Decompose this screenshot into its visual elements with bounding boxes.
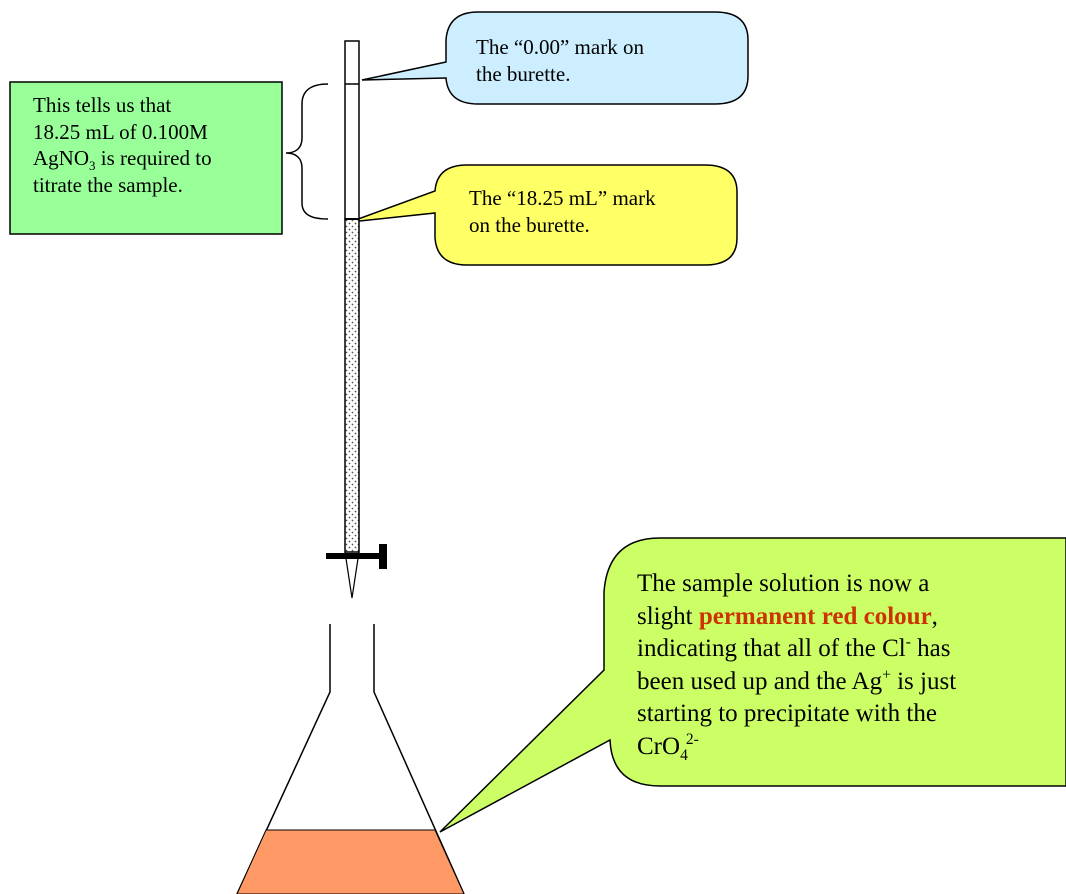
zero-mark-line1: The “0.00” mark on: [476, 35, 644, 59]
sample-line5: starting to precipitate with the: [637, 700, 937, 727]
sample-line4-pre: been used up and the Ag: [637, 667, 883, 695]
zero-mark-callout: [361, 11, 749, 105]
sample-text: The sample solution is now a slight perm…: [637, 568, 1057, 763]
chromate-formula: CrO: [637, 732, 681, 760]
end-mark-line2: on the burette.: [469, 213, 590, 238]
zero-mark-text: The “0.00” mark on the burette.: [476, 34, 726, 89]
volume-brace: [285, 83, 329, 220]
sample-line3-pre: indicating that all of the Cl: [637, 635, 906, 662]
burette-tip: [344, 551, 360, 599]
zero-mark-line2: the burette.: [476, 62, 571, 87]
volume-note-text: This tells us that 18.25 mL of 0.100M Ag…: [33, 92, 268, 199]
chromate-charge: 2-: [685, 731, 699, 749]
sample-line2: slight permanent red colour,: [637, 601, 1057, 634]
sample-callout: [439, 537, 1066, 833]
agno3-formula: AgNO: [33, 146, 89, 171]
flask-outline: [236, 624, 465, 894]
flask-solution: [236, 829, 465, 894]
stopcock-handle: [326, 553, 386, 559]
sample-line3: indicating that all of the Cl- has: [637, 633, 1057, 666]
end-mark-line1: The “18.25 mL” mark: [469, 186, 656, 210]
stopcock-knob: [379, 544, 387, 569]
volume-note-box: [9, 81, 283, 235]
sample-line3-post: has: [910, 635, 951, 662]
burette-empty-section: [344, 40, 360, 220]
chromate-subscript: 4: [680, 746, 688, 764]
volume-note-line1: This tells us that: [33, 93, 172, 117]
sample-line2-pre: slight: [637, 602, 699, 630]
sample-line1: The sample solution is now a: [637, 570, 930, 597]
sample-line4: been used up and the Ag+ is just: [637, 666, 1057, 699]
volume-note-line2: 18.25 mL of 0.100M: [33, 119, 208, 144]
burette-titrant: [344, 218, 360, 553]
sample-line2-post: ,: [931, 602, 938, 630]
agno3-subscript: 3: [89, 158, 96, 174]
volume-note-line3: AgNO3 is required to: [33, 145, 268, 172]
permanent-red-colour-emphasis: permanent red colour: [698, 602, 932, 630]
sample-line4-post: is just: [890, 667, 957, 695]
end-mark-callout: [349, 164, 738, 266]
sample-line6: CrO42-: [637, 731, 1057, 764]
volume-note-line4: titrate the sample.: [33, 172, 183, 197]
silver-charge: +: [882, 666, 891, 684]
end-mark-text: The “18.25 mL” mark on the burette.: [469, 185, 724, 240]
volume-note-line3-rest: is required to: [95, 146, 212, 171]
chloride-charge: -: [905, 633, 911, 651]
